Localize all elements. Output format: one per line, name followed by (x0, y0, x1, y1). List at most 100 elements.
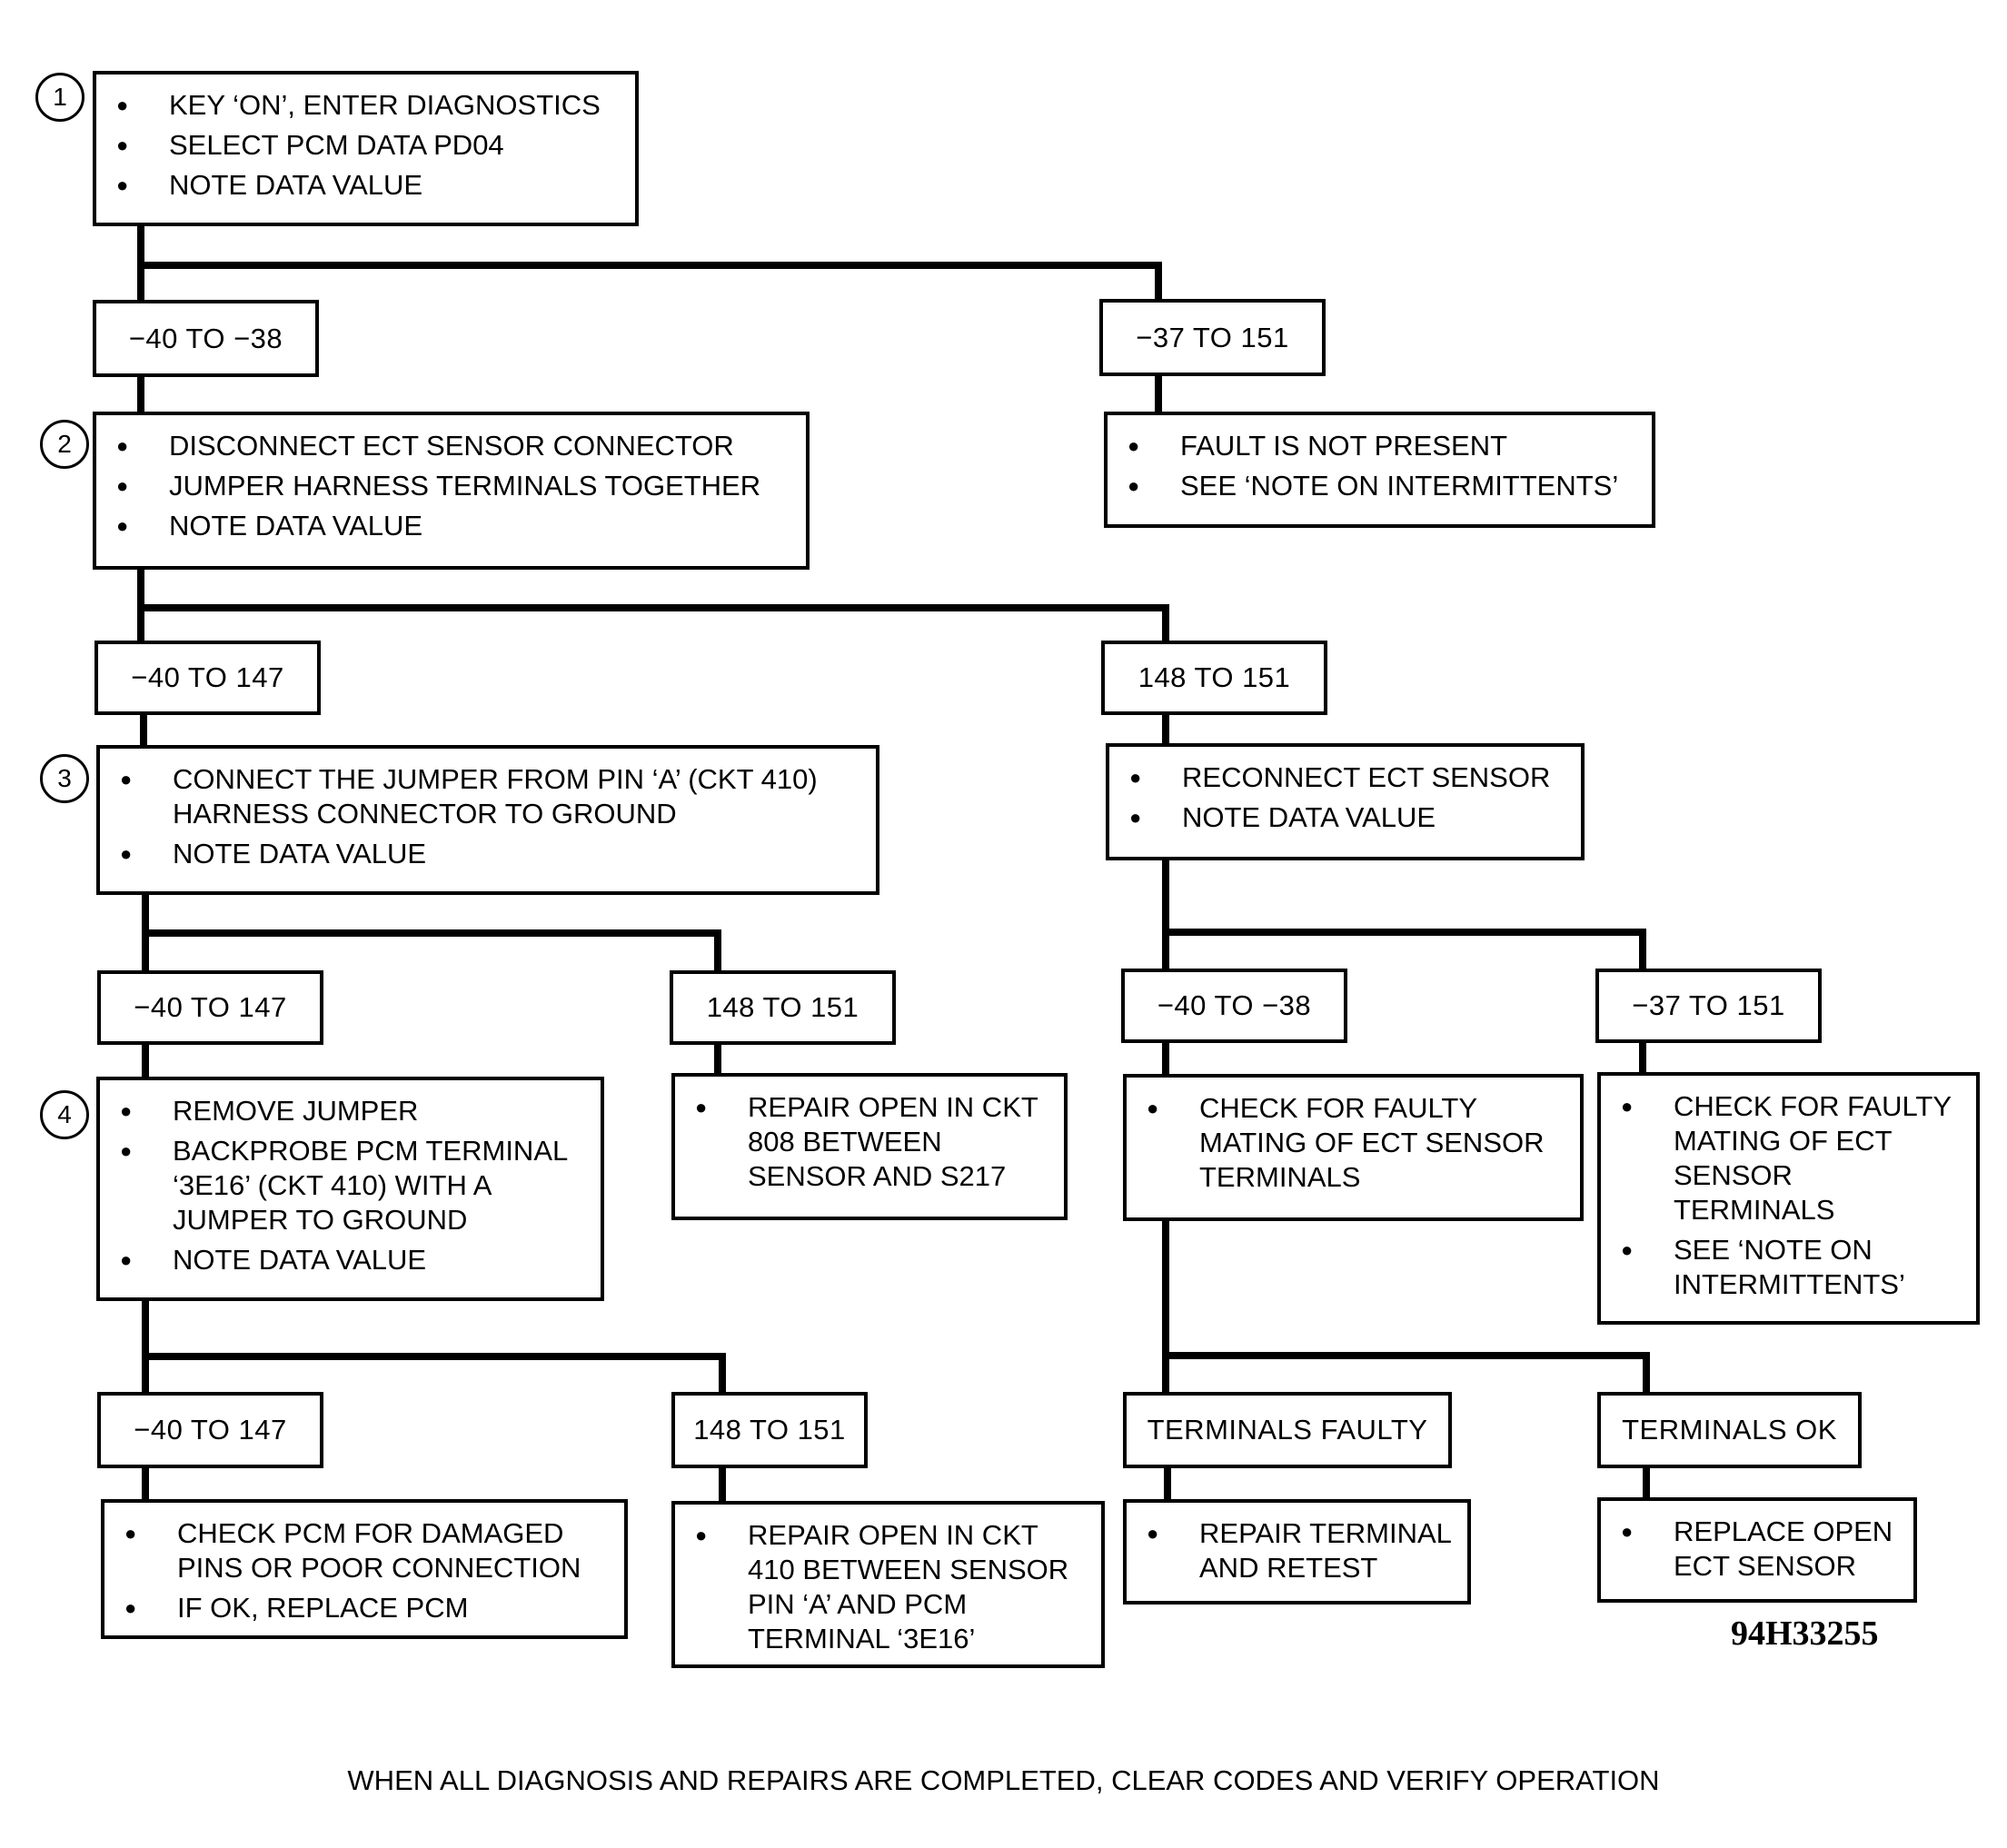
step-item: IF OK, REPLACE PCM (121, 1591, 613, 1625)
step-item-line: INTERMITTENTS’ (1674, 1268, 1905, 1300)
step-item: NOTE DATA VALUE (113, 168, 624, 203)
step-item-list: CONNECT THE JUMPER FROM PIN ‘A’ (CKT 410… (100, 749, 876, 884)
reconnect-sensor-box: RECONNECT ECT SENSOR NOTE DATA VALUE (1106, 743, 1585, 860)
step-item-list: REMOVE JUMPER BACKPROBE PCM TERMINAL‘3E16… (100, 1080, 601, 1290)
connector-s4c-right (1162, 1352, 1650, 1396)
step-item: SEE ‘NOTE ON INTERMITTENTS’ (1124, 469, 1641, 503)
step-item: REMOVE JUMPER (116, 1094, 590, 1128)
step-item-list: FAULT IS NOT PRESENT SEE ‘NOTE ON INTERMI… (1108, 415, 1652, 516)
step-item: BACKPROBE PCM TERMINAL‘3E16’ (CKT 410) W… (116, 1134, 590, 1237)
step-3-box: CONNECT THE JUMPER FROM PIN ‘A’ (CKT 410… (96, 745, 879, 895)
step-item-line: SELECT PCM DATA PD04 (169, 129, 504, 161)
step-item-line: PINS OR POOR CONNECTION (177, 1552, 581, 1584)
step-item: DISCONNECT ECT SENSOR CONNECTOR (113, 429, 795, 463)
step-item-line: HARNESS CONNECTOR TO GROUND (173, 798, 677, 830)
range-4d: TERMINALS OK (1597, 1392, 1862, 1468)
step-item: NOTE DATA VALUE (1126, 800, 1570, 835)
step-item: FAULT IS NOT PRESENT (1124, 429, 1641, 463)
step-item-line: NOTE DATA VALUE (173, 1244, 427, 1276)
step-item-line: SEE ‘NOTE ON INTERMITTENTS’ (1180, 470, 1619, 502)
step-2-box: DISCONNECT ECT SENSOR CONNECTOR JUMPER HA… (93, 412, 810, 570)
step-item: NOTE DATA VALUE (116, 1243, 590, 1277)
step-item-line: TERMINALS (1199, 1161, 1361, 1193)
step-item-line: NOTE DATA VALUE (1182, 801, 1436, 833)
step-item: NOTE DATA VALUE (113, 509, 795, 543)
step-item-line: REPLACE OPEN (1674, 1515, 1893, 1547)
step-item: JUMPER HARNESS TERMINALS TOGETHER (113, 469, 795, 503)
step-item-line: TERMINAL ‘3E16’ (748, 1623, 976, 1654)
step-item-line: JUMPER HARNESS TERMINALS TOGETHER (169, 470, 761, 502)
range-3d: −37 TO 151 (1595, 969, 1822, 1043)
connector-step1-right (137, 262, 1162, 303)
step-item-line: NOTE DATA VALUE (169, 510, 423, 541)
step-item-line: PIN ‘A’ AND PCM (748, 1588, 968, 1620)
range-3b: 148 TO 151 (670, 970, 896, 1045)
step-1-box: KEY ‘ON’, ENTER DIAGNOSTICS SELECT PCM DA… (93, 71, 639, 226)
step-item-line: KEY ‘ON’, ENTER DIAGNOSTICS (169, 89, 601, 121)
step-item-line: CHECK PCM FOR DAMAGED (177, 1517, 564, 1549)
step-item-line: 808 BETWEEN (748, 1126, 942, 1157)
step-item-line: REMOVE JUMPER (173, 1095, 419, 1127)
range-4b: 148 TO 151 (671, 1392, 868, 1468)
step-item-line: ‘3E16’ (CKT 410) WITH A (173, 1169, 492, 1201)
step-item-line: NOTE DATA VALUE (173, 838, 427, 869)
step-4-number: 4 (40, 1090, 89, 1139)
step-item-line: RECONNECT ECT SENSOR (1182, 761, 1551, 793)
step-item-line: MATING OF ECT SENSOR (1199, 1127, 1545, 1158)
connector-step3-right (142, 929, 721, 974)
step-item-line: FAULT IS NOT PRESENT (1180, 430, 1508, 462)
step-item-line: ECT SENSOR (1674, 1550, 1856, 1582)
step-item: SELECT PCM DATA PD04 (113, 128, 624, 163)
step-item: RECONNECT ECT SENSOR (1126, 760, 1570, 795)
step-item-line: CHECK FOR FAULTY (1199, 1092, 1478, 1124)
fault-not-present-box: FAULT IS NOT PRESENT SEE ‘NOTE ON INTERMI… (1104, 412, 1655, 528)
step-item-line: REPAIR OPEN IN CKT (748, 1091, 1038, 1123)
range-4c: TERMINALS FAULTY (1123, 1392, 1452, 1468)
step-item-list: DISCONNECT ECT SENSOR CONNECTOR JUMPER HA… (96, 415, 806, 556)
step-item-line: MATING OF ECT (1674, 1125, 1893, 1157)
range-3a: −40 TO 147 (97, 970, 323, 1045)
step-item-list: RECONNECT ECT SENSOR NOTE DATA VALUE (1109, 747, 1581, 848)
step-item-line: SENSOR AND S217 (748, 1160, 1007, 1192)
connector-step3r-right (1162, 929, 1646, 969)
step-item-line: CONNECT THE JUMPER FROM PIN ‘A’ (CKT 410… (173, 763, 818, 795)
footer-note: WHEN ALL DIAGNOSIS AND REPAIRS ARE COMPL… (347, 1764, 1660, 1796)
range-1a: −40 TO −38 (93, 300, 319, 377)
step-item-list: KEY ‘ON’, ENTER DIAGNOSTICS SELECT PCM DA… (96, 75, 635, 215)
step-item-line: JUMPER TO GROUND (173, 1204, 468, 1236)
step-1-number: 1 (35, 73, 84, 122)
step-item-line: REPAIR OPEN IN CKT (748, 1519, 1038, 1551)
step-2-number: 2 (40, 420, 89, 469)
range-4a: −40 TO 147 (97, 1392, 323, 1468)
connector-step2-right (137, 604, 1169, 644)
range-3c: −40 TO −38 (1121, 969, 1347, 1043)
range-1b: −37 TO 151 (1099, 299, 1326, 376)
connector-step4-right (142, 1353, 726, 1396)
step-item-line: NOTE DATA VALUE (169, 169, 423, 201)
step-item-line: SENSOR (1674, 1159, 1793, 1191)
step-item-line: SEE ‘NOTE ON (1674, 1234, 1873, 1266)
step-item: CONNECT THE JUMPER FROM PIN ‘A’ (CKT 410… (116, 762, 865, 831)
figure-id: 94H33255 (1731, 1615, 1879, 1653)
